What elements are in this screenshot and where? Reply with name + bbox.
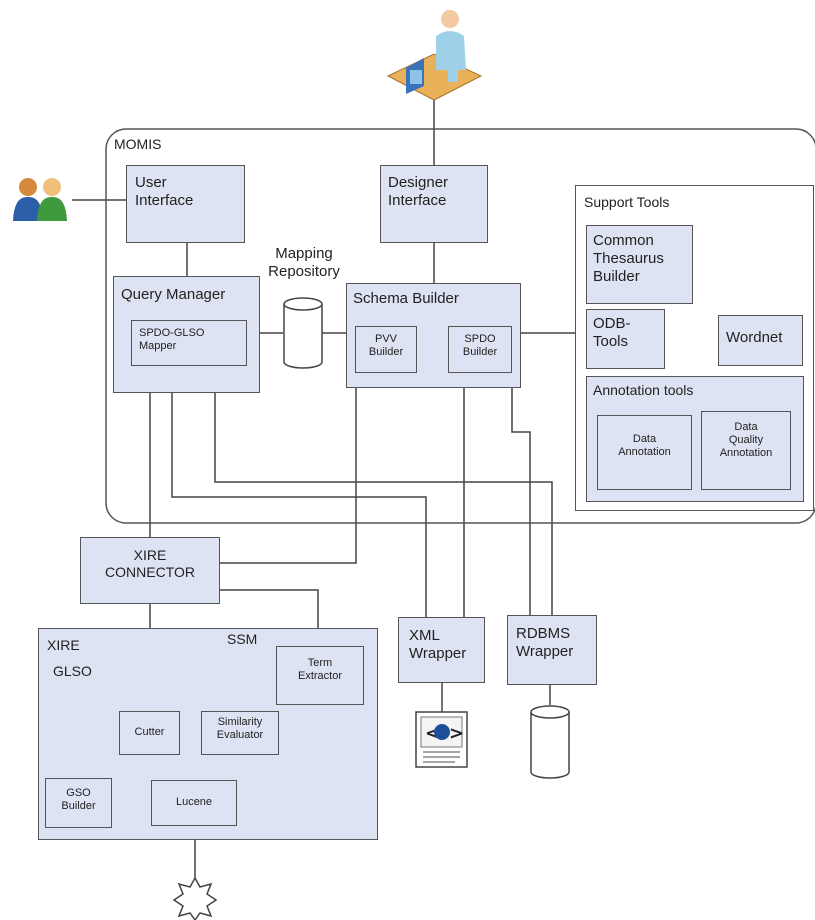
query-manager-box[interactable]: Query Manager SPDO-GLSO Mapper <box>113 276 260 393</box>
mapping-repository-label: Mapping Repository <box>268 245 340 280</box>
xire-connector-label: XIRE CONNECTOR <box>105 547 195 580</box>
wordnet-box[interactable]: Wordnet <box>718 315 803 366</box>
rdbms-wrapper-label: RDBMS Wrapper <box>516 625 574 660</box>
xml-wrapper-box[interactable]: XML Wrapper <box>398 617 485 683</box>
schema-builder-box[interactable]: Schema Builder PVV Builder SPDO Builder <box>346 283 521 388</box>
user-interface-box[interactable]: User Interface <box>126 165 245 243</box>
spdo-glso-mapper-box[interactable]: SPDO-GLSO Mapper <box>131 320 247 366</box>
pvv-builder-box[interactable]: PVV Builder <box>355 326 417 373</box>
momis-title: MOMIS <box>114 136 162 152</box>
lucene-label: Lucene <box>175 796 213 808</box>
pvv-builder-label: PVV Builder <box>368 333 404 359</box>
designer-interface-label: Designer Interface <box>388 174 449 209</box>
cutter-label: Cutter <box>134 726 165 738</box>
designer-interface-box[interactable]: Designer Interface <box>380 165 488 243</box>
data-quality-annotation-label: Data Quality Annotation <box>719 421 773 460</box>
term-extractor-box[interactable]: Term Extractor <box>276 646 364 705</box>
xml-wrapper-label: XML Wrapper <box>409 627 467 662</box>
gso-builder-label: GSO Builder <box>61 787 96 813</box>
users-icon <box>13 178 67 221</box>
sb-rdbms-link <box>511 388 531 615</box>
qm-rdbms-link <box>214 393 553 615</box>
query-manager-title: Query Manager <box>121 286 226 303</box>
similarity-evaluator-label: Similarity Evaluator <box>216 716 264 742</box>
term-extractor-label: Term Extractor <box>297 657 342 683</box>
spdo-builder-label: SPDO Builder <box>462 333 498 359</box>
cutter-box[interactable]: Cutter <box>119 711 180 755</box>
xml-document-icon: < > <box>415 711 468 768</box>
sb-connector-link <box>220 388 357 564</box>
rdbms-source-cylinder <box>530 705 570 779</box>
schema-builder-title: Schema Builder <box>353 290 459 307</box>
spdo-glso-mapper-label: SPDO-GLSO Mapper <box>139 327 205 353</box>
xire-title: XIRE <box>47 637 80 653</box>
data-quality-annotation-box[interactable]: Data Quality Annotation <box>701 411 791 490</box>
similarity-evaluator-box[interactable]: Similarity Evaluator <box>201 711 279 755</box>
glso-label: GLSO <box>53 663 92 679</box>
ssm-label: SSM <box>227 631 258 647</box>
odb-tools-label: ODB- Tools <box>593 315 631 350</box>
data-annotation-label: Data Annotation <box>618 433 671 459</box>
wordnet-label: Wordnet <box>726 329 783 346</box>
common-thesaurus-builder-box[interactable]: Common Thesaurus Builder <box>586 225 693 304</box>
mapping-repository-cylinder <box>283 297 323 369</box>
common-thesaurus-builder-label: Common Thesaurus Builder <box>593 232 664 285</box>
connector-term-link <box>220 589 319 646</box>
momis-container <box>105 128 815 524</box>
user-interface-label: User Interface <box>135 174 194 209</box>
lucene-box[interactable]: Lucene <box>151 780 237 826</box>
support-tools-title: Support Tools <box>584 194 670 210</box>
rdbms-wrapper-box[interactable]: RDBMS Wrapper <box>507 615 597 685</box>
svg-text:>: > <box>449 723 464 744</box>
spdo-builder-box[interactable]: SPDO Builder <box>448 326 512 373</box>
designer-at-computer-icon <box>386 10 483 101</box>
star-cloud-icon <box>172 876 218 920</box>
qm-xml-link <box>171 393 427 617</box>
support-tools-panel: Support Tools Common Thesaurus Builder O… <box>575 185 814 511</box>
gso-builder-box[interactable]: GSO Builder <box>45 778 112 828</box>
data-annotation-box[interactable]: Data Annotation <box>597 415 692 490</box>
xire-connector-box[interactable]: XIRE CONNECTOR <box>80 537 220 604</box>
odb-tools-box[interactable]: ODB- Tools <box>586 309 665 369</box>
annotation-tools-box[interactable]: Annotation tools Data Annotation Data Qu… <box>586 376 804 502</box>
annotation-tools-title: Annotation tools <box>593 382 694 398</box>
